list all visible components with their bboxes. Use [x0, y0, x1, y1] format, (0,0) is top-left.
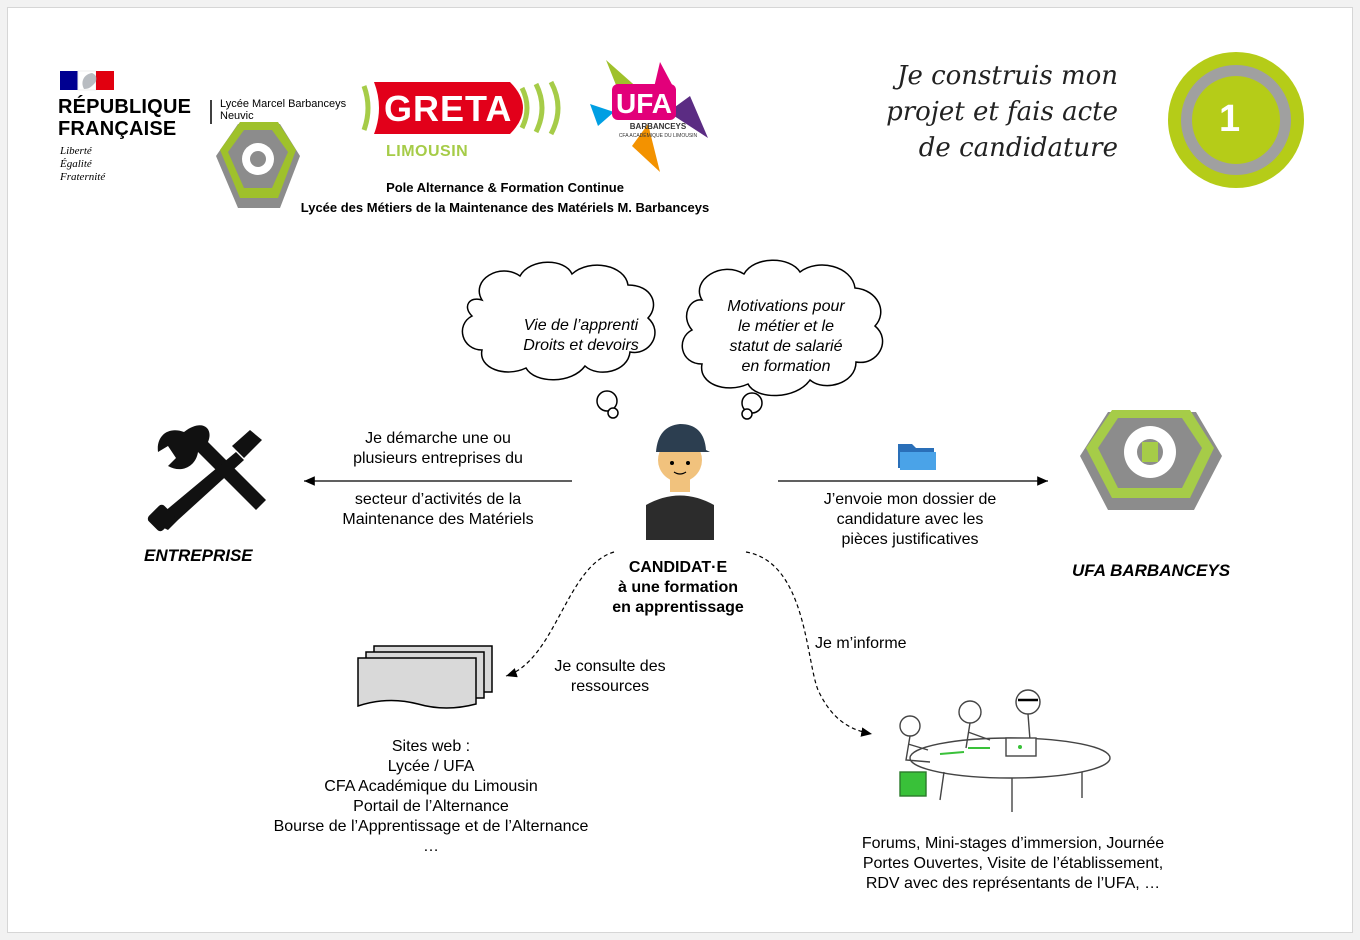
lycee-name: Lycée Marcel Barbanceys Neuvic — [220, 98, 347, 122]
cloud-text-motivations: Motivations pour le métier et le statut … — [727, 298, 845, 375]
consult-label: Je consulte des ressources — [554, 658, 666, 695]
ufa-label: UFA BARBANCEYS — [1072, 561, 1231, 580]
events-list: Forums, Mini-stages d’immersion, Journée… — [861, 835, 1165, 892]
entreprise-label: ENTREPRISE — [144, 546, 253, 565]
arrow-to-resources — [505, 551, 615, 678]
student-avatar — [646, 424, 714, 540]
wrench-screwdriver-icon — [147, 425, 266, 532]
page-title: Je construis mon projet et fais acte de … — [886, 61, 1118, 163]
marianne-logo — [60, 70, 114, 91]
candidate-label: CANDIDAT·E à une formation en apprentiss… — [612, 559, 744, 616]
inform-label: Je m’informe — [815, 635, 907, 652]
arrow-to-events — [745, 551, 873, 737]
entreprise-approach-text-bottom: secteur d’activités de la Maintenance de… — [342, 491, 534, 528]
cloud-icon — [681, 259, 884, 420]
websites-list: Sites web : Lycée / UFA CFA Académique d… — [273, 738, 589, 855]
cloud-text-apprenti: Vie de l’apprenti Droits et devoirs — [523, 317, 639, 354]
step-number: 1 — [1219, 98, 1241, 140]
svg-text:CFA ACADÉMIQUE DU LIMOUSIN: CFA ACADÉMIQUE DU LIMOUSIN — [619, 132, 698, 139]
ufa-logo: UFA BARBANCEYS CFA ACADÉMIQUE DU LIMOUSI… — [590, 60, 708, 172]
republique-motto: Liberté Égalité Fraternité — [60, 145, 106, 183]
step-badge — [1168, 52, 1304, 188]
republique-francaise-title: RÉPUBLIQUE FRANÇAISE — [58, 96, 192, 140]
meeting-illustration — [899, 689, 1111, 812]
cloud-icon — [461, 261, 656, 419]
folder-icon — [898, 444, 936, 470]
gear-hexagon-icon — [1080, 410, 1222, 510]
greta-logo — [361, 80, 561, 136]
pole-subtitle: Pole Alternance & Formation Continue Lyc… — [300, 180, 710, 215]
dossier-text: J’envoie mon dossier de candidature avec… — [823, 491, 997, 548]
documents-icon — [357, 645, 493, 709]
greta-region: LIMOUSIN — [386, 143, 469, 160]
svg-text:BARBANCEYS: BARBANCEYS — [630, 122, 687, 131]
greta-wordmark: GRETA — [384, 88, 513, 129]
gear-hexagon-logo — [216, 122, 300, 208]
entreprise-approach-text-top: Je démarche une ou plusieurs entreprises… — [353, 430, 523, 467]
svg-text:UFA: UFA — [616, 88, 672, 119]
